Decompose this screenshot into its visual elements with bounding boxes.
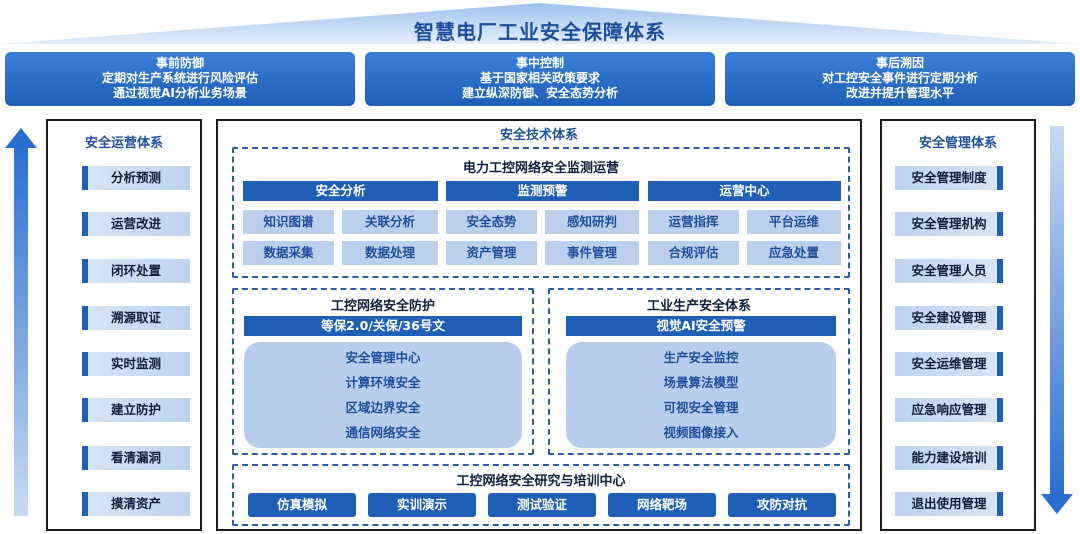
phase-heading: 事前防御 [155, 56, 204, 70]
monitor-section [232, 147, 850, 278]
right-item: 退出使用管理 [895, 492, 1003, 516]
arrow-up-head-icon [5, 128, 37, 148]
grid-cell: 资产管理 [446, 241, 537, 265]
production-box [566, 342, 836, 448]
grid-cell: 合规评估 [648, 241, 739, 265]
production-line: 场景算法模型 [663, 375, 739, 390]
training-item: 仿真模拟 [248, 493, 356, 517]
grid-cell: 知识图谱 [243, 210, 334, 234]
grid-cell: 感知研判 [545, 210, 639, 234]
center-panel-title: 安全技术体系 [499, 128, 578, 143]
left-item: 实时监测 [82, 352, 190, 376]
grid-cell: 平台运维 [747, 210, 841, 234]
left-panel-title: 安全运营体系 [84, 136, 163, 151]
arrow-up-icon [14, 146, 28, 516]
phase-line: 对工控安全事件进行定期分析 [821, 71, 978, 85]
production-line: 生产安全监控 [663, 350, 739, 365]
phase-post-trace: 事后溯因 对工控安全事件进行定期分析 改进并提升管理水平 [725, 52, 1075, 106]
protect-line: 计算环境安全 [345, 375, 421, 390]
right-item: 能力建设培训 [895, 446, 1003, 470]
protect-section [232, 288, 534, 455]
protect-line: 区域边界安全 [345, 400, 421, 415]
monitor-title: 电力工控网络安全监测运营 [462, 161, 619, 176]
phase-line: 改进并提升管理水平 [845, 86, 954, 100]
group-header-warning: 监测预警 [446, 181, 639, 201]
phase-heading: 事后溯因 [875, 56, 924, 70]
training-item: 测试验证 [488, 493, 596, 517]
phase-line: 通过视觉AI分析业务场景 [113, 86, 247, 100]
protect-box [244, 342, 522, 448]
arrow-down-icon [1050, 126, 1064, 494]
left-item: 溯源取证 [82, 306, 190, 330]
right-item: 安全运维管理 [895, 352, 1003, 376]
grid-cell: 关联分析 [342, 210, 438, 234]
left-operations-panel: 安全运营体系 分析预测 运营改进 闭环处置 溯源取证 实时监测 建立防护 看清漏… [46, 119, 202, 531]
page-title: 智慧电厂工业安全保障体系 [414, 20, 666, 44]
grid-cell: 事件管理 [545, 241, 639, 265]
training-section [232, 464, 850, 526]
right-item: 安全管理人员 [895, 259, 1003, 283]
production-section [548, 288, 850, 455]
training-title: 工控网络安全研究与培训中心 [456, 474, 626, 489]
grid-cell: 数据处理 [342, 241, 438, 265]
training-item: 攻防对抗 [728, 493, 836, 517]
roof-banner [0, 3, 1080, 44]
left-item: 闭环处置 [82, 259, 190, 283]
grid-cell: 数据采集 [243, 241, 334, 265]
group-header-ops-center: 运营中心 [648, 181, 841, 201]
production-line: 可视安全管理 [663, 400, 739, 415]
right-item: 应急响应管理 [895, 398, 1003, 422]
arrow-down-head-icon [1041, 494, 1073, 514]
right-item: 安全管理机构 [895, 212, 1003, 236]
phase-line: 定期对生产系统进行风险评估 [101, 71, 258, 85]
protect-header: 等保2.0/关保/36号文 [244, 316, 522, 336]
left-item: 看清漏洞 [82, 446, 190, 470]
phase-line: 建立纵深防御、安全态势分析 [461, 86, 618, 100]
protect-line: 安全管理中心 [345, 350, 421, 365]
phase-heading: 事中控制 [515, 56, 564, 70]
left-item: 摸清资产 [82, 492, 190, 516]
phase-pre-defense: 事前防御 定期对生产系统进行风险评估 通过视觉AI分析业务场景 [5, 52, 355, 106]
training-item: 实训演示 [368, 493, 476, 517]
protect-line: 通信网络安全 [345, 425, 421, 440]
production-title: 工业生产安全体系 [646, 299, 751, 314]
left-item: 运营改进 [82, 212, 190, 236]
grid-cell: 应急处置 [747, 241, 841, 265]
left-item: 建立防护 [82, 398, 190, 422]
production-line: 视频图像接入 [663, 425, 739, 440]
phase-line: 基于国家相关政策要求 [479, 71, 600, 85]
production-header: 视觉AI安全预警 [566, 316, 836, 336]
right-item: 安全管理制度 [895, 166, 1003, 190]
right-management-panel: 安全管理体系 安全管理制度 安全管理机构 安全管理人员 安全建设管理 安全运维管… [880, 119, 1036, 531]
left-item: 分析预测 [82, 166, 190, 190]
group-header-analysis: 安全分析 [243, 181, 438, 201]
grid-cell: 安全态势 [446, 210, 537, 234]
right-item: 安全建设管理 [895, 306, 1003, 330]
protect-title: 工控网络安全防护 [330, 299, 435, 314]
grid-cell: 运营指挥 [648, 210, 739, 234]
training-item: 网络靶场 [608, 493, 716, 517]
phase-in-control: 事中控制 基于国家相关政策要求 建立纵深防御、安全态势分析 [365, 52, 715, 106]
right-panel-title: 安全管理体系 [918, 136, 997, 151]
